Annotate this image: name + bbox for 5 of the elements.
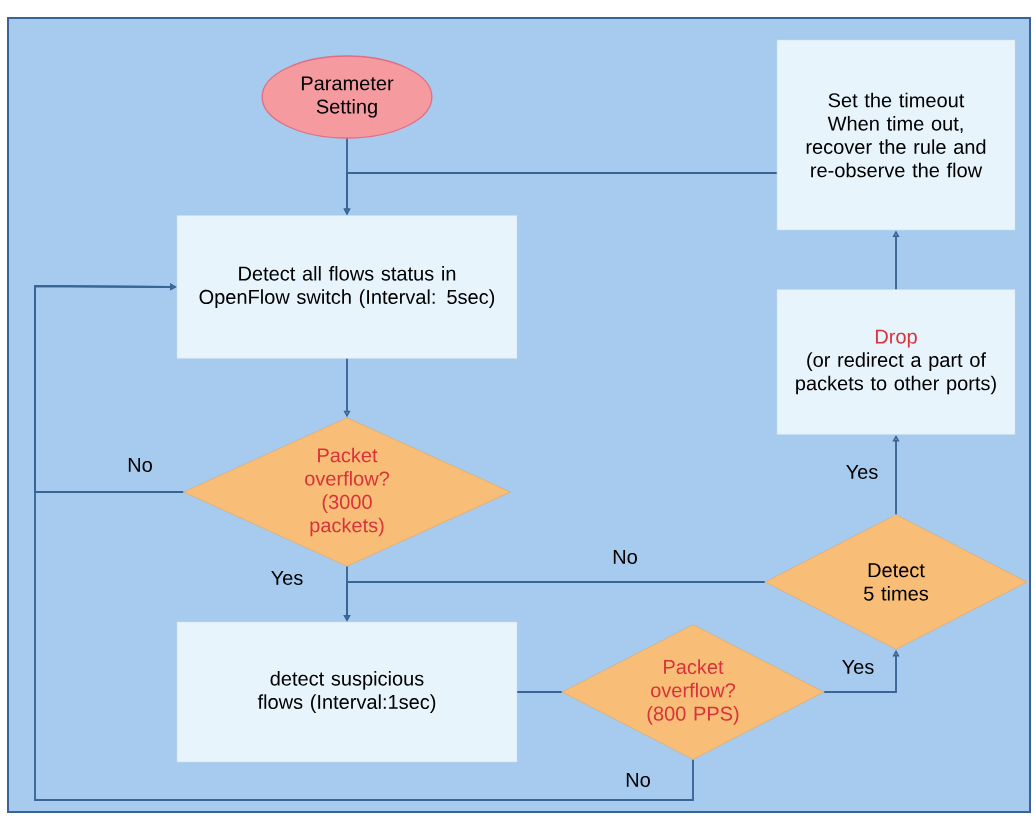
arrow (34, 283, 694, 801)
process-box: Detect all flows status in OpenFlow switch (Interval: 5sec) (176, 215, 518, 359)
process-box: Set the timeout When time out, recover the rule and re-observe the flow (776, 39, 1016, 231)
process-box: Drop (or redirect a part of packets to other ports) (776, 289, 1016, 435)
process-box: detect suspicious flows (Interval:1sec) (176, 621, 518, 763)
